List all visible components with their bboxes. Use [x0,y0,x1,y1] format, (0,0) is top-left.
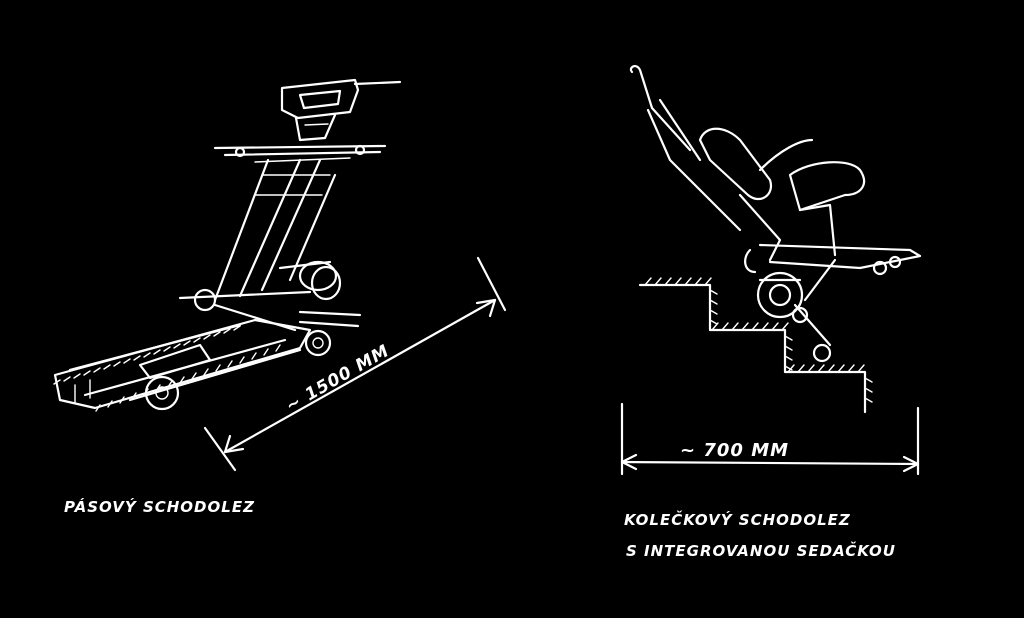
left-caption: PÁSOVÝ SCHODOLEZ [64,497,255,516]
tracked-stair-climber-drawing [53,78,402,412]
left-dimension-label: ~ 1500 MM [283,341,394,416]
stairs-drawing [638,277,873,414]
wheeled-stair-climber-drawing [629,64,922,363]
right-dimension-label: ~ 700 MM [680,440,789,461]
right-caption-line2: S INTEGROVANOU SEDAČKOU [626,540,896,560]
left-dimension-line [203,256,507,472]
right-dimension-line [620,402,920,476]
right-caption-line1: KOLEČKOVÝ SCHODOLEZ [624,509,851,529]
